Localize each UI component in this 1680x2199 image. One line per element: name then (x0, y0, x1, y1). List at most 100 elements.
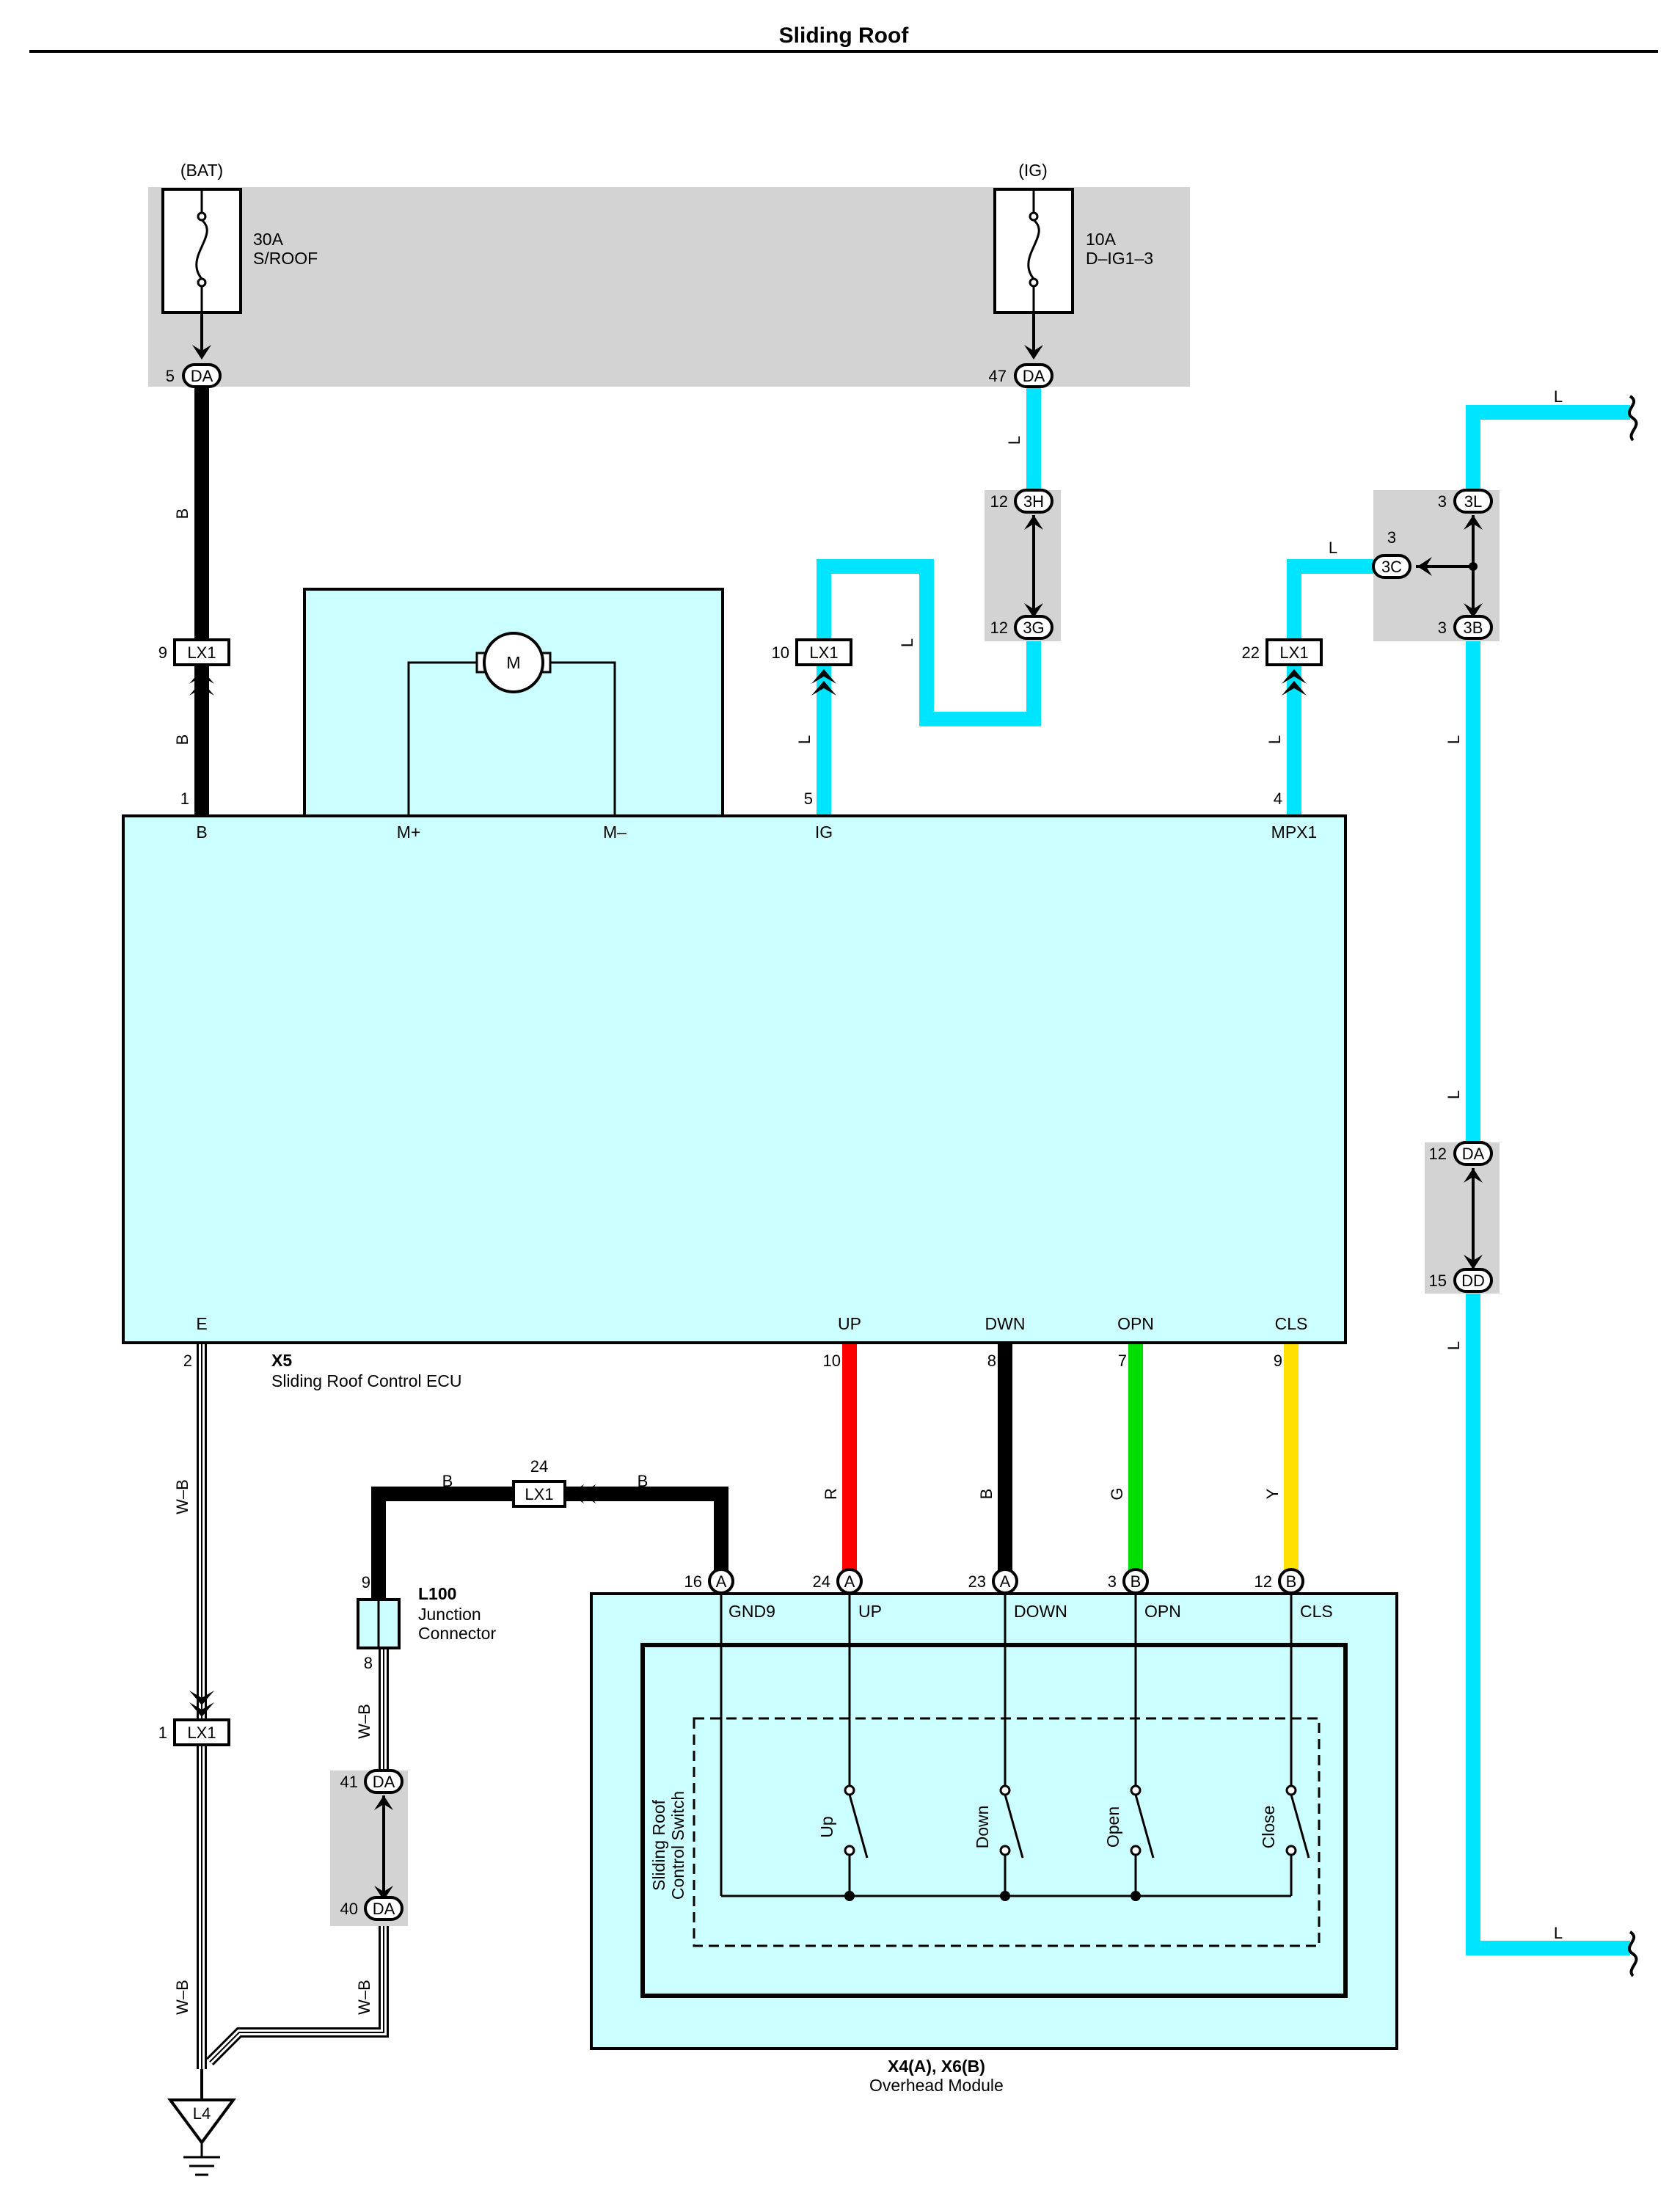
fuse-d-ig1-3 (993, 188, 1074, 314)
ecu-term-e: E (196, 1314, 207, 1333)
switch-up-label: Up (817, 1816, 836, 1837)
pin-b: 1 (180, 789, 189, 808)
connector-3c-label: 3C (1381, 558, 1402, 576)
connector-lx1-1 (173, 1691, 230, 1746)
switch-down-label: Down (973, 1806, 992, 1849)
connector-da-40-label: DA (373, 1900, 395, 1918)
connector-da-12 (1453, 1141, 1493, 1166)
bat-label: (BAT) (180, 161, 223, 180)
connector-b-3-label: B (1131, 1572, 1142, 1591)
arrow-3g (1024, 603, 1043, 618)
switch-title-line2: Control Switch (668, 1791, 687, 1900)
ecu-term-mpx1: MPX1 (1271, 823, 1318, 842)
connector-da-41-label: DA (373, 1773, 395, 1791)
switch-junction-dots (844, 1891, 1141, 1901)
module-id: X4(A), X6(B) (888, 2057, 985, 2076)
connector-lx1-24 (512, 1480, 596, 1508)
ecu-id: X5 (271, 1351, 292, 1370)
pin-l100-9: 9 (362, 1573, 370, 1591)
wire-label-wb-2: W–B (173, 1980, 191, 2015)
pin-da-41: 41 (340, 1773, 358, 1791)
ecu-term-mplus: M+ (397, 823, 421, 842)
pin-lx1-10: 10 (772, 643, 789, 662)
wire-label-wb-3: W–B (355, 1704, 373, 1739)
connector-lx1-9-label: LX1 (187, 643, 216, 662)
module-term-gnd9: GND9 (728, 1602, 775, 1621)
pin-da-47: 47 (989, 367, 1007, 385)
fuse1-amp: 30A (253, 230, 284, 249)
wire-label-l-ig-1: L (1005, 436, 1023, 445)
wire-label-l-mpx1: L (1266, 735, 1284, 744)
fuse2-arrow (1024, 345, 1043, 360)
fuse2-amp: 10A (1086, 230, 1117, 249)
connector-a-23 (992, 1568, 1018, 1594)
pin-dwn: 8 (987, 1352, 996, 1370)
connector-3c (1372, 554, 1411, 579)
connector-3l (1453, 489, 1493, 514)
wire-label-l-bus-2: L (1445, 1090, 1463, 1099)
connector-lx1-1-label: LX1 (187, 1724, 216, 1742)
pin-lx1-1: 1 (158, 1724, 167, 1742)
pin-b-3: 3 (1108, 1572, 1117, 1591)
motor-label: M (506, 653, 520, 672)
connector-b-3 (1122, 1568, 1149, 1594)
wire-label-l-3c: L (1329, 539, 1337, 557)
pin-3g: 12 (990, 619, 1008, 637)
wire-l-mpx1 (1287, 559, 1373, 816)
wire-label-b-gnd-left: B (442, 1472, 453, 1490)
wire-label-wb-1: W–B (173, 1479, 191, 1514)
overhead-module-inner (640, 1643, 1348, 1998)
wire-label-l-ig-2: L (898, 638, 916, 647)
pin-da-5: 5 (166, 367, 175, 385)
splice-dot (1469, 562, 1478, 571)
pin-ig: 5 (804, 789, 813, 808)
wire-label-b-1: B (173, 508, 191, 519)
junction-line1: Junction (418, 1605, 481, 1624)
fuse-s-roof (161, 188, 242, 314)
connector-a-24 (836, 1568, 863, 1594)
connector-3h (1014, 489, 1053, 514)
module-name: Overhead Module (869, 2076, 1004, 2095)
connector-lx1-10 (795, 638, 852, 696)
wire-label-b-2: B (173, 734, 191, 745)
wire-label-b-down: B (977, 1489, 996, 1500)
pin-3c: 3 (1387, 528, 1396, 547)
ecu-name: Sliding Roof Control ECU (271, 1371, 462, 1390)
wire-label-l-bus-1: L (1445, 735, 1463, 744)
pin-lx1-24: 24 (530, 1457, 548, 1476)
ecu-term-b: B (196, 823, 207, 842)
connector-a-23-label: A (1000, 1572, 1011, 1591)
arrow-3l (1464, 515, 1483, 530)
wire-break-bottom (1627, 1930, 1638, 1977)
ecu-term-mminus: M– (603, 823, 627, 842)
pin-a-24: 24 (813, 1572, 830, 1591)
connector-a-16-label: A (716, 1572, 727, 1591)
connector-da-41 (364, 1769, 403, 1794)
pin-a-16: 16 (684, 1572, 702, 1591)
connector-3l-label: 3L (1464, 492, 1482, 511)
module-term-cls: CLS (1300, 1602, 1333, 1621)
control-switch-outline (693, 1717, 1321, 1947)
arrow-da-40 (374, 1886, 393, 1900)
connector-b-12-label: B (1286, 1572, 1297, 1591)
junction-da-dd (1425, 1142, 1500, 1294)
pin-3l: 3 (1438, 492, 1447, 511)
module-term-down: DOWN (1014, 1602, 1067, 1621)
pin-3h: 12 (990, 492, 1008, 511)
pin-da-40: 40 (340, 1900, 358, 1918)
wire-label-r: R (822, 1488, 840, 1500)
connector-lx1-22 (1266, 638, 1323, 696)
wire-label-l-bus-3: L (1445, 1341, 1463, 1350)
connector-b-12 (1278, 1568, 1304, 1594)
module-term-opn: OPN (1144, 1602, 1181, 1621)
switch-title-line1: Sliding Roof (649, 1799, 668, 1891)
pin-lx1-9: 9 (158, 643, 167, 662)
wire-label-l-bus-top: L (1554, 387, 1563, 406)
pin-mpx1: 4 (1274, 789, 1282, 808)
switch-contacts (844, 1784, 1297, 1856)
ecu-term-cls: CLS (1275, 1314, 1308, 1333)
connector-3b-label: 3B (1464, 619, 1483, 637)
motor-icon (407, 632, 616, 816)
motor-housing (303, 588, 724, 818)
